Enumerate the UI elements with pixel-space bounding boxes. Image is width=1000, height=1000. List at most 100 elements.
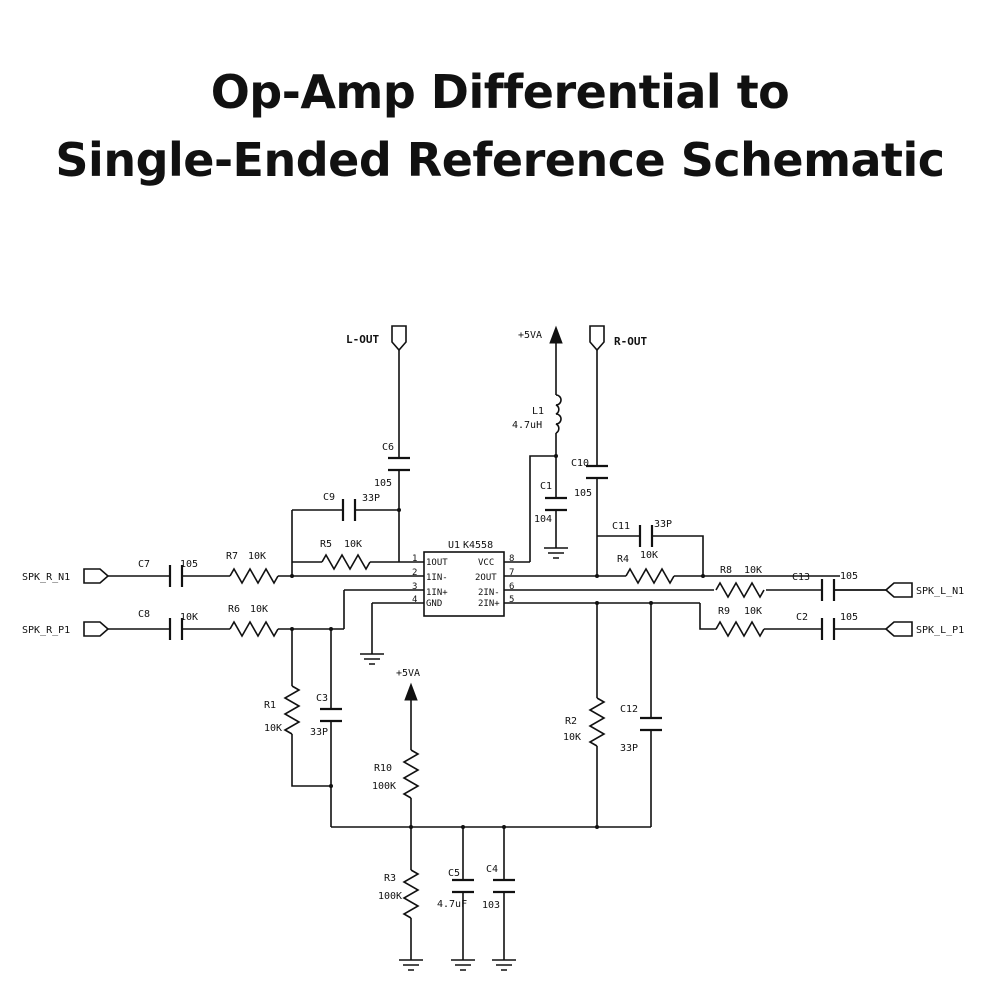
resistor-r2[interactable]: R2 10K xyxy=(563,697,606,747)
capacitor-c12[interactable]: C12 33P xyxy=(620,704,662,754)
r1-value: 10K xyxy=(264,723,282,734)
c4-ref: C4 xyxy=(486,864,498,875)
inductor-l1[interactable]: L1 4.7uH xyxy=(512,394,562,434)
c8-ref: C8 xyxy=(138,609,150,620)
port-spk-l-n1[interactable]: SPK_L_N1 xyxy=(884,582,964,598)
r1-ref: R1 xyxy=(264,700,276,711)
pin-num-4: 4 xyxy=(412,595,417,605)
resistor-r8[interactable]: R8 10K xyxy=(714,565,766,599)
port-spk-r-n1[interactable]: SPK_R_N1 xyxy=(22,568,110,584)
page-title: Op-Amp Differential to Single-Ended Refe… xyxy=(0,58,1000,194)
pin-name-5: 2IN+ xyxy=(478,599,500,609)
l-out-label: L-OUT xyxy=(346,333,379,346)
r6-ref: R6 xyxy=(228,604,240,615)
pin-num-2: 2 xyxy=(412,568,417,578)
c9-ref: C9 xyxy=(323,492,335,503)
port-r-out[interactable]: R-OUT xyxy=(589,325,647,352)
r8-value: 10K xyxy=(744,565,762,576)
resistor-r10[interactable]: R10 100K xyxy=(372,749,420,799)
c5-value: 4.7uF xyxy=(437,899,467,910)
supply-top-label: +5VA xyxy=(518,330,542,341)
capacitor-c10[interactable]: C10 105 xyxy=(571,458,608,499)
r10-value: 100K xyxy=(372,781,396,792)
title-line-1: Op-Amp Differential to xyxy=(210,65,790,119)
capacitor-c11[interactable]: C11 33P xyxy=(612,519,672,547)
ground-r3 xyxy=(399,959,423,971)
ic-part: K4558 xyxy=(463,540,493,551)
pin-num-1: 1 xyxy=(412,554,417,564)
resistor-r4[interactable]: R4 10K xyxy=(617,550,675,586)
capacitor-c4[interactable]: C4 103 xyxy=(482,864,515,911)
c6-ref: C6 xyxy=(382,442,394,453)
r4-ref: R4 xyxy=(617,554,629,565)
pin-num-3: 3 xyxy=(412,582,417,592)
r3-value: 100K xyxy=(378,891,402,902)
ic-u1[interactable]: U1 K4558 1OUT 1IN- 1IN+ GND 1 2 3 4 VCC … xyxy=(344,540,886,617)
r7-ref: R7 xyxy=(226,551,238,562)
ic-ref: U1 xyxy=(448,540,460,551)
r8-ref: R8 xyxy=(720,565,732,576)
c10-value: 105 xyxy=(574,488,592,499)
resistor-r3[interactable]: R3 100K xyxy=(378,869,420,919)
c12-ref: C12 xyxy=(620,704,638,715)
c6-value: 105 xyxy=(374,478,392,489)
pin-num-6: 6 xyxy=(509,582,514,592)
ground-c4 xyxy=(492,959,516,971)
pin-name-6: 2IN- xyxy=(478,588,500,598)
c10-ref: C10 xyxy=(571,458,589,469)
resistor-r6[interactable]: R6 10K xyxy=(228,604,279,638)
c1-ref: C1 xyxy=(540,481,552,492)
r3-ref: R3 xyxy=(384,873,396,884)
r5-value: 10K xyxy=(344,539,362,550)
c12-value: 33P xyxy=(620,743,638,754)
pin-name-4: GND xyxy=(426,599,442,609)
pin-num-5: 5 xyxy=(509,595,514,605)
c7-value: 105 xyxy=(180,559,198,570)
supply-mid-label: +5VA xyxy=(396,668,420,679)
c8-value: 10K xyxy=(180,612,198,623)
c1-value: 104 xyxy=(534,514,552,525)
spk-r-p1-label: SPK_R_P1 xyxy=(22,625,70,636)
pin-name-1: 1OUT xyxy=(426,558,448,568)
c2-ref: C2 xyxy=(796,612,808,623)
r2-ref: R2 xyxy=(565,716,577,727)
supply-5va-mid: +5VA xyxy=(396,668,420,701)
port-l-out[interactable]: L-OUT xyxy=(346,325,407,352)
c3-ref: C3 xyxy=(316,693,328,704)
r9-ref: R9 xyxy=(718,606,730,617)
capacitor-c5[interactable]: C5 4.7uF xyxy=(437,868,474,910)
resistor-r9[interactable]: R9 10K xyxy=(715,606,765,638)
r7-value: 10K xyxy=(248,551,266,562)
resistor-r1[interactable]: R1 10K xyxy=(264,685,301,735)
capacitor-c3[interactable]: C3 33P xyxy=(310,693,342,738)
resistor-r7[interactable]: R7 10K xyxy=(226,551,279,585)
title-line-2: Single-Ended Reference Schematic xyxy=(55,133,945,187)
spk-l-p1-label: SPK_L_P1 xyxy=(916,625,964,636)
port-spk-l-p1[interactable]: SPK_L_P1 xyxy=(884,621,964,637)
capacitor-c9[interactable]: C9 33P xyxy=(323,492,380,521)
pin-name-3: 1IN+ xyxy=(426,588,448,598)
capacitor-c7[interactable]: C7 105 xyxy=(138,559,198,587)
pin-num-8: 8 xyxy=(509,554,514,564)
c7-ref: C7 xyxy=(138,559,150,570)
spk-l-n1-label: SPK_L_N1 xyxy=(916,586,964,597)
capacitor-c13[interactable]: C13 105 xyxy=(792,571,858,601)
capacitor-c8[interactable]: C8 10K xyxy=(138,609,198,640)
capacitor-c1[interactable]: C1 104 xyxy=(534,481,567,525)
c4-value: 103 xyxy=(482,900,500,911)
resistor-r5[interactable]: R5 10K xyxy=(320,539,371,571)
ground-c5 xyxy=(451,959,475,971)
c2-value: 105 xyxy=(840,612,858,623)
capacitor-c6[interactable]: C6 105 xyxy=(374,442,410,489)
l1-value: 4.7uH xyxy=(512,420,542,431)
c3-value: 33P xyxy=(310,727,328,738)
r-out-label: R-OUT xyxy=(614,335,647,348)
port-spk-r-p1[interactable]: SPK_R_P1 xyxy=(22,621,110,637)
pin-name-8: VCC xyxy=(478,558,494,568)
supply-5va-top: +5VA xyxy=(518,325,563,344)
pin-name-2: 1IN- xyxy=(426,573,448,583)
capacitor-c2[interactable]: C2 105 xyxy=(796,612,858,640)
c13-value: 105 xyxy=(840,571,858,582)
pin-num-7: 7 xyxy=(509,568,514,578)
junction-dots xyxy=(290,454,705,829)
